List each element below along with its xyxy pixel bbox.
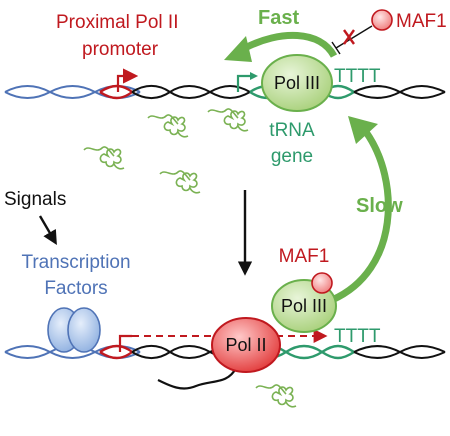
maf1-top-node — [371, 9, 393, 31]
transcription-factor-icon — [47, 307, 101, 353]
transcription-factors-label-line2: Factors — [44, 278, 107, 299]
fast-label: Fast — [258, 7, 299, 29]
promoter-arrow-icon — [236, 74, 252, 92]
trna-icon — [83, 146, 125, 170]
signals-arrow — [38, 215, 57, 245]
inhibition-icon — [331, 25, 373, 55]
slow-label: Slow — [356, 195, 403, 217]
maf1-top-label: MAF1 — [396, 11, 447, 32]
trna-icon — [207, 108, 249, 132]
trna-icon — [255, 384, 297, 408]
trna-gene-label-line1: tRNA — [269, 120, 315, 141]
promoter-arrow-icon — [118, 334, 132, 352]
dna-helix-icon — [4, 344, 446, 360]
slow-arrow — [330, 129, 392, 304]
pol2-node — [211, 317, 281, 373]
pol3-top-label: Pol III — [274, 73, 320, 93]
dna-helix-icon — [4, 84, 446, 100]
tttt-bottom-label: TTTT — [334, 326, 381, 347]
tttt-top-label: TTTT — [334, 66, 381, 87]
proximal-promoter-label-line1: Proximal Pol II — [56, 12, 178, 33]
pol3-bottom-label: Pol III — [281, 296, 327, 316]
trna-gene-label-line2: gene — [271, 146, 313, 167]
maf1-bottom-node — [311, 272, 333, 294]
proximal-promoter-label-line2: promoter — [82, 39, 159, 60]
trna-icon — [147, 114, 189, 138]
trna-icon — [159, 170, 201, 194]
fast-arrow — [243, 31, 338, 58]
signals-label: Signals — [4, 189, 66, 210]
nascent-rna — [157, 367, 237, 390]
pol2-label: Pol II — [225, 335, 266, 355]
pol3-top-node — [261, 54, 333, 112]
transcription-factors-label-line1: Transcription — [21, 252, 130, 273]
promoter-arrow-icon — [116, 68, 139, 92]
maf1-bottom-label: MAF1 — [279, 246, 330, 267]
